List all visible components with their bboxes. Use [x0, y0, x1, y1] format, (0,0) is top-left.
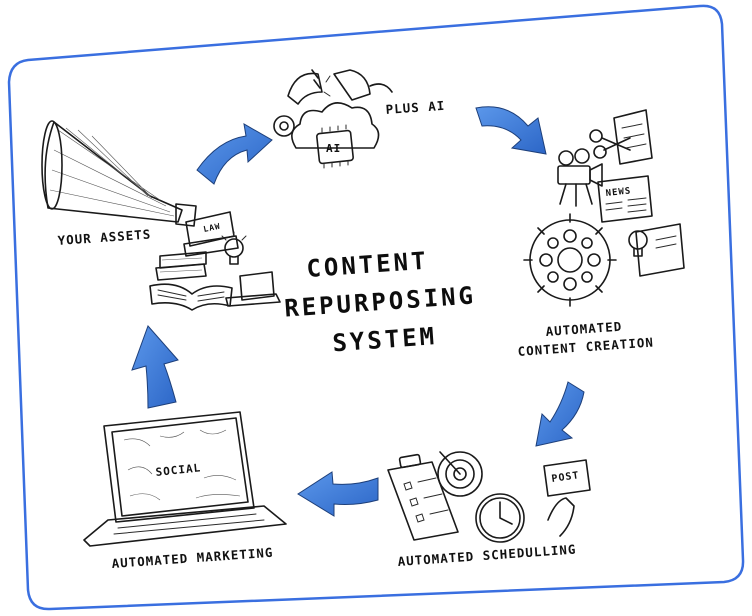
- news-label: NEWS: [605, 186, 632, 199]
- lightbulb-icon: [221, 231, 247, 265]
- arrow-marketing-to-assets: [131, 325, 179, 409]
- label-your-assets: YOUR ASSETS: [57, 226, 152, 248]
- post-button-icon: POST: [543, 459, 591, 537]
- plug-icon: [287, 69, 393, 105]
- label-plus-ai: PLUS AI: [385, 98, 446, 117]
- arrow-creation-to-scheduling: [535, 381, 585, 447]
- idea-note-icon: [628, 223, 685, 277]
- clipboard-checklist-icon: [387, 453, 459, 541]
- arrow-scheduling-to-marketing: [297, 471, 379, 517]
- ai-chip-icon: AI: [316, 124, 354, 169]
- cycle-arrows: [131, 106, 585, 517]
- arrow-ai-to-creation: [475, 106, 547, 155]
- post-button-label: POST: [551, 470, 580, 485]
- ai-illustration: AI PLUS AI: [273, 69, 446, 169]
- gears-small-icon: [273, 115, 295, 137]
- social-screen-label: SOCIAL: [155, 461, 202, 479]
- clock-icon: [475, 493, 525, 543]
- law-book-label: LAW: [203, 222, 222, 234]
- label-content-creation-line1: AUTOMATED: [545, 319, 623, 339]
- small-laptop-icon: [225, 271, 281, 307]
- cloud-icon: [291, 102, 380, 149]
- arrow-assets-to-ai: [196, 123, 273, 185]
- newspaper-icon: NEWS: [597, 175, 653, 223]
- laptop-icon: SOCIAL: [83, 411, 287, 547]
- camera-icon: [557, 148, 603, 207]
- scissors-paper-icon: [589, 109, 653, 165]
- ai-chip-label: AI: [326, 142, 341, 155]
- law-books-icon: LAW: [155, 211, 239, 281]
- target-icon: [437, 451, 483, 497]
- gear-icon: [523, 213, 617, 307]
- funnel-icon: [41, 120, 197, 227]
- assets-illustration: LAW YOUR ASSETS: [41, 120, 281, 311]
